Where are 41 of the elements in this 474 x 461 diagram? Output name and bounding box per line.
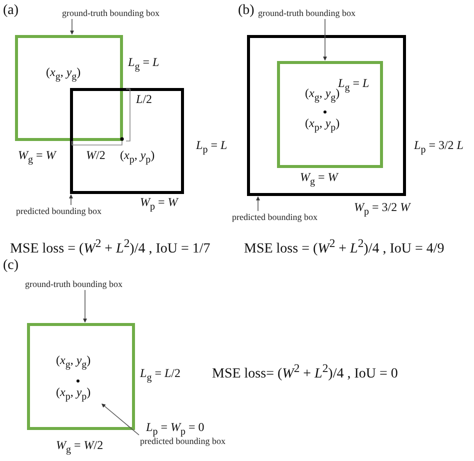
leader-arrow (70, 18, 74, 35)
formula: MSE loss = (W$^{2}$ + L$^{2}$)/4 , IoU = 4/9 (244, 237, 444, 258)
ground-truth-box (15, 35, 123, 141)
panel-label: (c) (3, 258, 19, 274)
dimension-label: L$_{g}$ = L (128, 55, 160, 72)
dimension-label: L$_{p}$ = L (196, 138, 228, 156)
dimension-label: W$_{p}$ = W (140, 195, 178, 212)
dimension-label: L$_{g}$ = L (338, 76, 370, 94)
panel-label: (b) (238, 3, 254, 19)
ground-truth-box (277, 61, 383, 168)
callout-text: predicted bounding box (140, 436, 226, 446)
dimension-label: W$_{g}$ = W (300, 170, 338, 188)
dimension-label: L$_{p}$ = 3/2 L (414, 138, 464, 156)
dimension-label: W$_{g}$ = W/2 (56, 438, 104, 456)
leader-arrow (256, 196, 260, 212)
panel-label: (a) (3, 3, 19, 19)
formula: MSE loss = (W$^{2}$ + L$^{2}$)/4 , IoU = 1/7 (10, 237, 210, 258)
formula: MSE loss= (W$^{2}$ + L$^{2}$)/4 , IoU = 0 (212, 362, 398, 383)
dimension-label: W/2 (86, 148, 106, 163)
coordinate-label: (x$_{g}$, y$_{g}$) (46, 65, 81, 82)
coordinate-label: (x$_{p}$, y$_{p}$) (56, 385, 91, 402)
leader-arrow (323, 18, 327, 61)
predicted-box (247, 35, 406, 196)
ground-truth-box (27, 323, 135, 430)
callout-text: ground-truth bounding box (25, 279, 122, 289)
coordinate-label: (x$_{g}$, y$_{g}$) (56, 353, 91, 370)
dimension-label: W$_{g}$ = W (18, 148, 56, 166)
callout-text: ground-truth bounding box (62, 8, 160, 18)
coordinate-label: (x$_{g}$, y$_{g}$) (305, 86, 340, 104)
dimension-label: L$_{g}$ = L/2 (140, 366, 180, 384)
callout-text: predicted bounding box (232, 212, 318, 222)
dimension-label: L/2 (136, 92, 152, 107)
coordinate-label: (x$_{p}$, y$_{p}$) (120, 148, 155, 166)
callout-text: predicted bounding box (16, 206, 102, 216)
dimension-label: W$_{p}$ = 3/2 W (354, 200, 410, 218)
callout-text: ground-truth bounding box (258, 8, 356, 18)
predicted-box (70, 88, 184, 194)
dimension-label: L$_{p}$ = W$_{p}$ = 0 (146, 420, 204, 438)
coordinate-label: (x$_{p}$, y$_{p}$) (305, 116, 340, 134)
leader-arrow (83, 290, 87, 323)
leader-arrow (69, 194, 73, 206)
